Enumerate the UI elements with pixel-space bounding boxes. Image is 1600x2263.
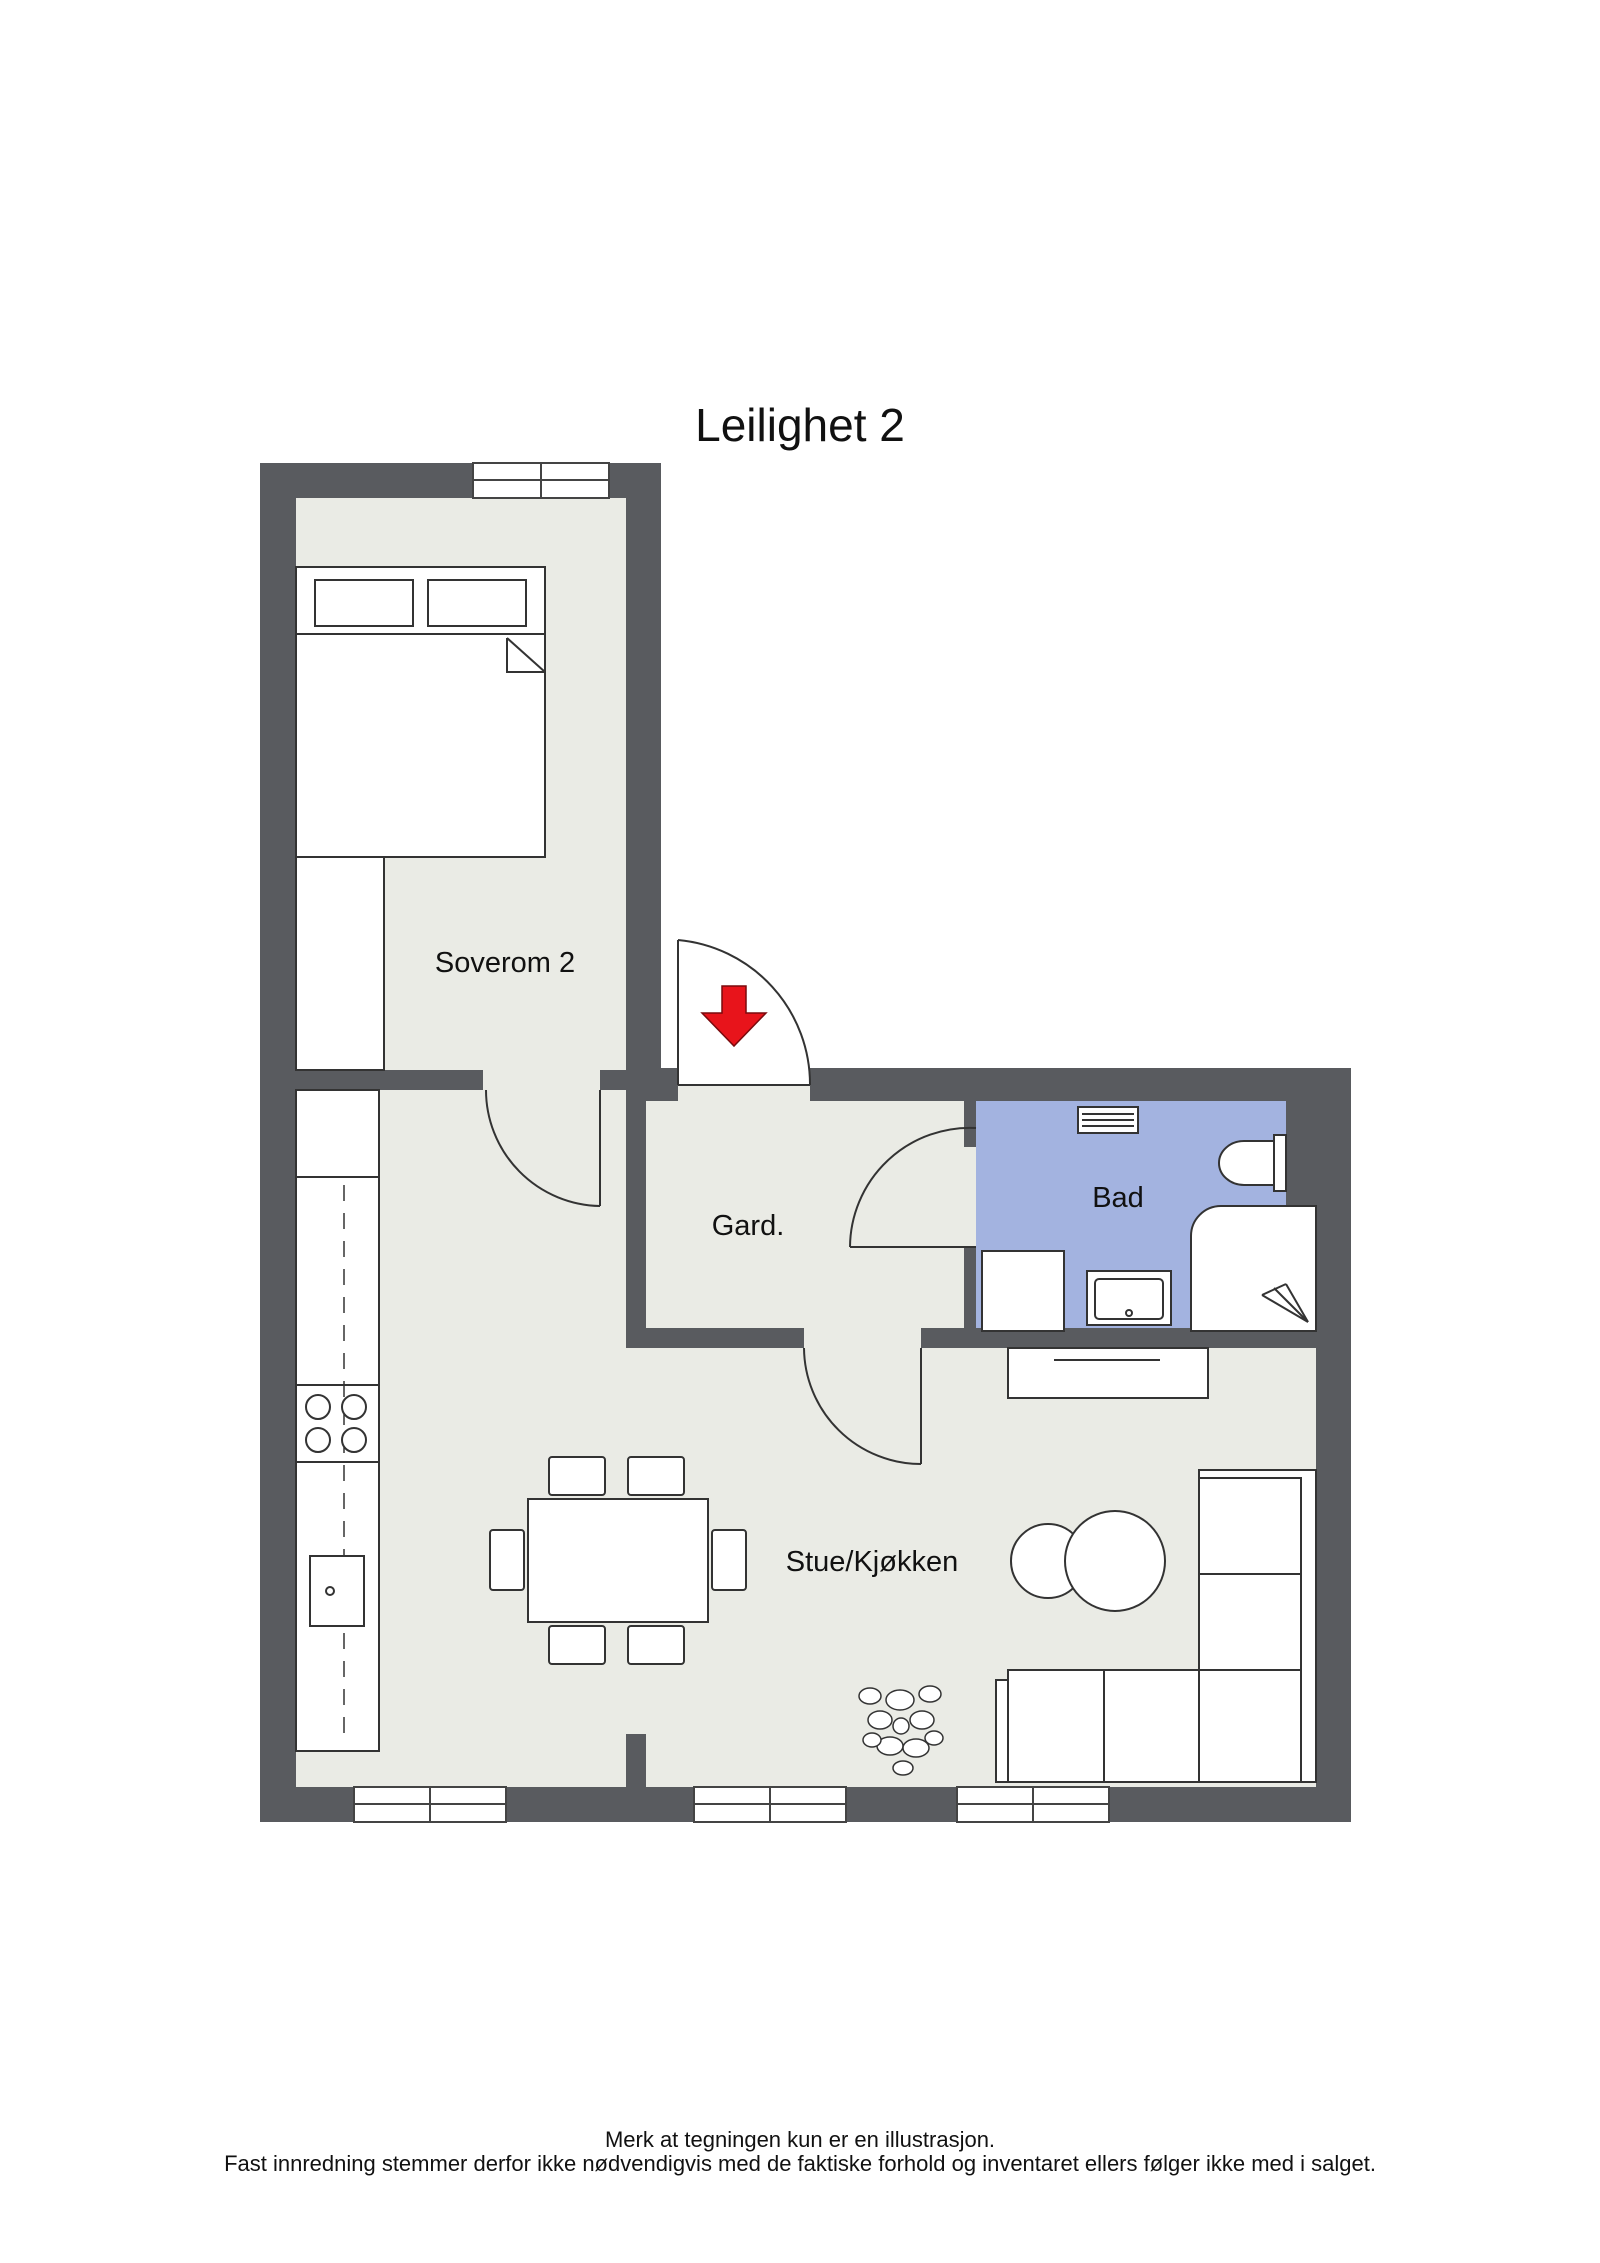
sofa [995,1469,1317,1783]
window-bottom-1 [353,1786,507,1823]
kitchen-sink [309,1555,365,1627]
wall-gard-right [964,1101,976,1147]
disclaimer-line-2: Fast innredning stemmer derfor ikke nødv… [224,2151,1376,2176]
pillow-left [314,579,414,627]
toilet [1218,1134,1287,1192]
door-soverom [485,1089,601,1207]
wardrobe [295,856,385,1071]
chair [548,1625,606,1665]
plan-title: Leilighet 2 [695,399,905,451]
wall-bedroom-bottom-b [600,1070,626,1090]
plant [858,1685,944,1776]
door-entrance [677,939,812,1086]
chair [711,1529,747,1591]
chair [627,1456,685,1496]
windows [353,462,1110,1823]
tv-bench [1007,1347,1209,1399]
kitchen [295,1089,380,1752]
bathroom-fixtures [981,1106,1317,1332]
coffee-table [1064,1510,1166,1612]
window-bottom-3 [956,1786,1110,1823]
wall-gard-left [626,1101,646,1348]
door-gard [803,1347,922,1465]
shower [1190,1205,1317,1332]
window-bottom-2 [693,1786,847,1823]
wall-left [260,463,296,1822]
wall-bedroom-right [626,463,661,1101]
floor-gard [646,1101,964,1328]
room-label-soverom: Soverom 2 [435,947,575,979]
dining-table [527,1498,709,1623]
pillow-right [427,579,527,627]
disclaimer-line-1: Merk at tegningen kun er en illustrasjon… [604,2127,996,2152]
door-bad [849,1126,977,1248]
wall-top-right [810,1068,1351,1101]
chair [489,1529,525,1591]
bed-fold [506,638,545,673]
wall-stub [626,1734,646,1787]
wall-bad-left [964,1247,976,1332]
chair [548,1456,606,1496]
room-label-gard: Gard. [712,1210,785,1242]
washbasin [1086,1270,1172,1326]
entrance-arrow-icon [700,985,768,1048]
chair [627,1625,685,1665]
dining-set [489,1456,747,1665]
bath-cabinet [981,1250,1065,1332]
kitchen-counter [295,1089,380,1752]
wall-bedroom-bottom-a [296,1070,483,1090]
stove [296,1384,379,1463]
wall-right [1316,1068,1351,1822]
wall-entry-left [661,1068,678,1101]
bedroom-furniture [295,566,546,1071]
window-top [472,462,610,499]
room-label-stue: Stue/Kjøkken [786,1546,958,1578]
wall-gard-bottom-b [921,1328,1316,1348]
towel-radiator [1077,1106,1139,1134]
living-furniture [858,1347,1317,1783]
wall-gard-bottom-a [626,1328,804,1348]
room-label-bad: Bad [1092,1182,1144,1214]
doors [485,939,977,1465]
